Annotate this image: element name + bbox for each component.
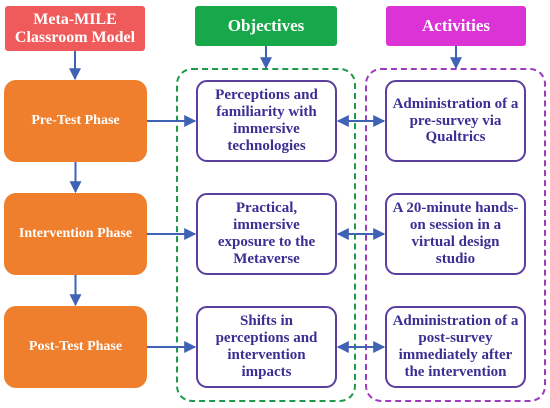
post-test-phase: Post-Test Phase [4, 306, 147, 388]
intervention-phase: Intervention Phase [4, 193, 147, 275]
objective-pre-test: Perceptions and familiarity with immersi… [196, 80, 337, 162]
activities-header: Activities [386, 6, 526, 46]
objective-intervention: Practical, immersive exposure to the Met… [196, 193, 337, 275]
model-header: Meta-MILE Classroom Model [5, 6, 145, 51]
pre-test-phase: Pre-Test Phase [4, 80, 147, 162]
activity-post-test: Administration of a post-survey immediat… [385, 306, 526, 388]
activity-pre-test: Administration of a pre-survey via Qualt… [385, 80, 526, 162]
objective-post-test: Shifts in perceptions and intervention i… [196, 306, 337, 388]
activity-intervention: A 20-minute hands-on session in a virtua… [385, 193, 526, 275]
objectives-header: Objectives [195, 6, 337, 46]
